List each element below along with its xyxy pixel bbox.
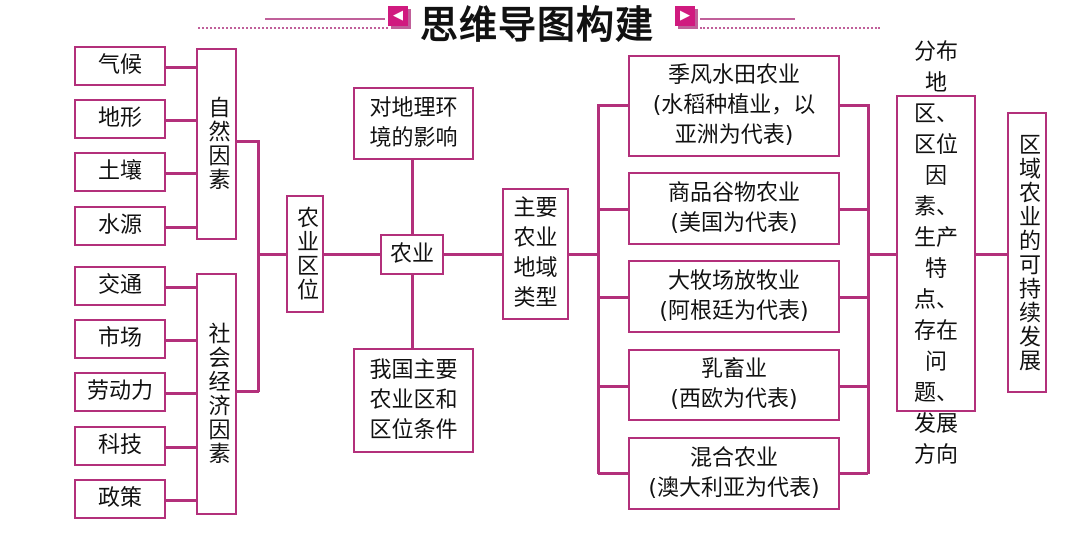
environment-impact: 对地理环境的影响	[353, 87, 474, 160]
connector-line	[867, 104, 870, 474]
title-rule-right	[700, 27, 880, 29]
type-commercial-grain: 商品谷物农业(美国为代表)	[628, 172, 840, 245]
connector-line	[569, 253, 599, 256]
natural-factors: 自然因素	[196, 48, 237, 240]
type-ranching: 大牧场放牧业(阿根廷为代表)	[628, 260, 840, 333]
arrow-left-icon: ◀	[388, 6, 408, 26]
factor-labor: 劳动力	[74, 372, 166, 412]
connector-line	[840, 104, 868, 107]
factor-terrain: 地形	[74, 99, 166, 139]
social-factors: 社会经济因素	[196, 273, 237, 515]
connector-line	[166, 66, 196, 69]
title-line-right	[700, 18, 795, 20]
connector-line	[976, 253, 1007, 256]
factor-policy: 政策	[74, 479, 166, 519]
connector-line	[258, 253, 286, 256]
connector-line	[597, 104, 600, 474]
agriculture-node: 农业	[380, 234, 444, 275]
connector-line	[324, 253, 380, 256]
connector-line	[237, 390, 259, 393]
connector-line	[598, 104, 628, 107]
type-monsoon-paddy: 季风水田农业(水稻种植业，以亚洲为代表)	[628, 55, 840, 157]
connector-line	[166, 119, 196, 122]
connector-line	[840, 208, 868, 211]
connector-line	[598, 296, 628, 299]
connector-line	[166, 499, 196, 502]
connector-line	[598, 472, 628, 475]
factor-technology: 科技	[74, 426, 166, 466]
connector-line	[840, 296, 868, 299]
aspects: 分布地区、区位因素、生产特点、存在问题、发展方向	[896, 40, 976, 468]
factor-transport: 交通	[74, 266, 166, 306]
connector-line	[166, 226, 196, 229]
factor-climate: 气候	[74, 46, 166, 86]
page-title: 思维导图构建	[420, 3, 655, 47]
connector-line	[598, 385, 628, 388]
title-line-left	[265, 18, 385, 20]
agri-location: 农业区位	[286, 195, 324, 313]
connector-line	[166, 446, 196, 449]
connector-line	[237, 140, 259, 143]
connector-line	[840, 385, 868, 388]
connector-line	[166, 172, 196, 175]
agri-types: 主要农业地域类型	[502, 188, 569, 320]
connector-line	[598, 208, 628, 211]
connector-line	[166, 286, 196, 289]
type-dairy: 乳畜业(西欧为代表)	[628, 349, 840, 421]
connector-line	[444, 253, 502, 256]
connector-line	[166, 392, 196, 395]
factor-soil: 土壤	[74, 152, 166, 192]
connector-line	[166, 339, 196, 342]
type-mixed: 混合农业(澳大利亚为代表)	[628, 437, 840, 510]
connector-line	[868, 253, 896, 256]
china-agri-regions: 我国主要农业区和区位条件	[353, 348, 474, 453]
factor-market: 市场	[74, 319, 166, 359]
factor-water: 水源	[74, 206, 166, 246]
connector-line	[257, 140, 260, 392]
title-rule-left	[198, 27, 388, 29]
arrow-right-icon: ▶	[675, 6, 695, 26]
sustainable-development: 区域农业的可持续发展	[1007, 112, 1047, 393]
connector-line	[840, 472, 868, 475]
